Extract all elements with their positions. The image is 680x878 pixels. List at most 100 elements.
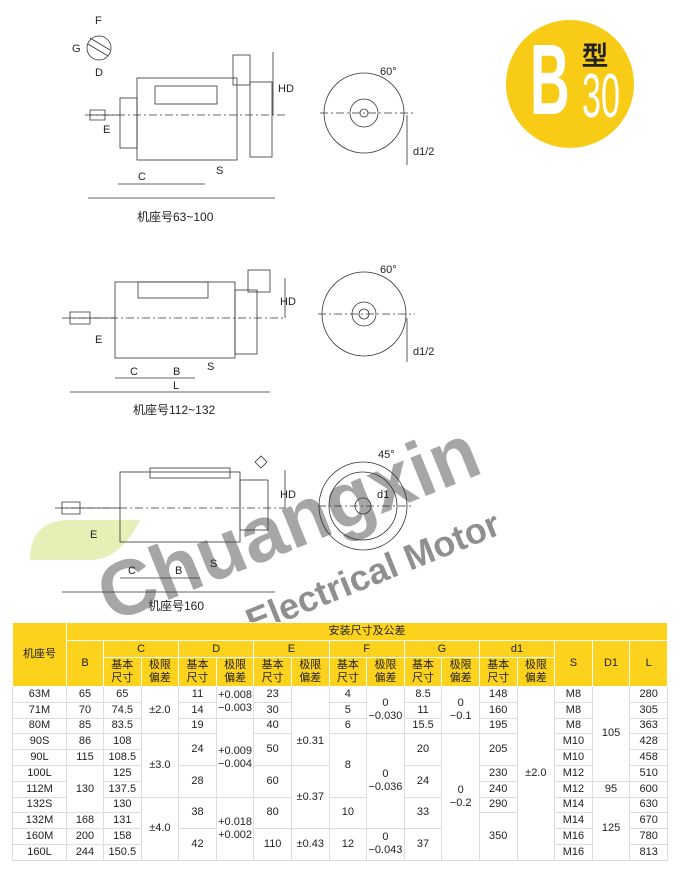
table-cell: 130: [103, 796, 142, 814]
table-cell: M10: [554, 733, 593, 751]
label-d1: d1: [377, 489, 389, 501]
drawing-frame-112-132: [62, 269, 415, 393]
col-header-g: G: [403, 640, 480, 658]
table-cell: 240: [478, 780, 518, 798]
col-header-s: S: [554, 640, 593, 687]
label-d1-half: d1/2: [413, 146, 434, 158]
table-cell: 50: [253, 733, 292, 766]
basic-size-header: 基本 尺寸: [478, 657, 518, 687]
table-cell: 83.5: [103, 717, 142, 735]
table-cell: 363: [629, 717, 668, 735]
label-angle: 45°: [378, 449, 395, 461]
table-cell: 23: [253, 686, 292, 703]
table-cell: ±4.0: [140, 796, 180, 861]
table-cell: 20: [403, 733, 443, 766]
basic-size-header: 基本 尺寸: [403, 657, 443, 687]
table-cell: M10: [554, 749, 593, 766]
table-cell: 105: [591, 686, 631, 782]
table-cell: 0 −0.043: [366, 828, 405, 861]
table-cell: 24: [178, 733, 217, 766]
table-cell: ±2.0: [140, 685, 180, 735]
table-cell: 42: [178, 828, 217, 861]
table-cell: 60: [253, 764, 292, 798]
frame-size-cell: 132M: [12, 812, 67, 830]
table-cell: 8.5: [403, 686, 443, 703]
table-cell: 305: [629, 701, 668, 719]
col-header-f: F: [328, 640, 405, 658]
table-cell: 40: [253, 717, 292, 735]
table-cell: 10: [328, 796, 368, 830]
table-cell: 14: [178, 701, 217, 719]
col-header-d1: d1: [478, 640, 556, 658]
tolerance-header: 极限 偏差: [366, 657, 405, 687]
table-cell: 4: [328, 686, 368, 703]
table-cell: +0.009 −0.004: [215, 717, 255, 798]
frame-size-cell: 132S: [12, 796, 67, 814]
table-cell: +0.018 +0.002: [215, 796, 255, 861]
table-cell: 80: [253, 796, 292, 830]
table-cell: 630: [629, 796, 668, 814]
table-cell: 12: [328, 828, 368, 861]
table-cell: 0 −0.1: [441, 685, 480, 735]
table-cell: M16: [554, 843, 593, 861]
table-cell: ±0.43: [290, 828, 330, 861]
drawing-frame-160: [55, 455, 412, 593]
table-cell: 0 −0.2: [441, 733, 480, 861]
table-cell: 6: [328, 717, 368, 735]
label-angle: 60°: [380, 66, 397, 78]
table-cell: 137.5: [103, 780, 142, 798]
label-e: E: [90, 529, 97, 541]
table-cell: 131: [103, 812, 142, 830]
label-b: B: [173, 366, 180, 378]
label-l: L: [173, 380, 179, 392]
table-cell: 8: [328, 733, 368, 798]
table-cell: 95: [591, 780, 631, 798]
frame-header: 机座号: [12, 622, 67, 687]
table-cell: +0.008 −0.003: [215, 686, 255, 719]
basic-size-header: 基本 尺寸: [328, 657, 368, 687]
frame-size-cell: 90S: [12, 733, 67, 751]
table-cell: 11: [178, 686, 217, 703]
table-cell: 85: [66, 717, 104, 735]
label-hd: HD: [280, 296, 296, 308]
table-cell: 24: [403, 764, 443, 798]
tolerance-header: 极限 偏差: [290, 657, 330, 687]
table-cell: 458: [629, 749, 668, 766]
table-cell: M12: [554, 780, 593, 798]
frame-size-cell: 112M: [12, 780, 67, 798]
table-cell: 86: [66, 733, 104, 751]
table-cell: 160: [478, 701, 518, 719]
table-cell: 11: [403, 701, 443, 719]
drawing-frame-63-100: [85, 35, 415, 199]
table-cell: 510: [629, 764, 668, 782]
table-cell: 205: [478, 733, 518, 766]
group-title: 安装尺寸及公差: [66, 622, 668, 641]
table-cell: 37: [403, 828, 443, 861]
table-cell: 150.5: [103, 843, 142, 861]
tolerance-header: 极限 偏差: [140, 657, 180, 687]
table-cell: 65: [103, 686, 142, 703]
table-cell: 780: [629, 828, 668, 845]
table-cell: ±2.0: [516, 686, 556, 861]
col-header-d: D: [178, 640, 255, 658]
logo-number: 30: [582, 62, 620, 131]
table-cell: 670: [629, 812, 668, 830]
col-header-l: L: [629, 640, 668, 687]
table-cell: 5: [328, 701, 368, 719]
table-cell: 74.5: [103, 701, 142, 719]
table-cell: 38: [178, 796, 217, 830]
label-b: B: [175, 565, 182, 577]
table-cell: 168: [66, 812, 104, 830]
table-cell: 280: [629, 686, 668, 703]
table-cell: M12: [554, 764, 593, 782]
label-f: F: [95, 15, 102, 27]
